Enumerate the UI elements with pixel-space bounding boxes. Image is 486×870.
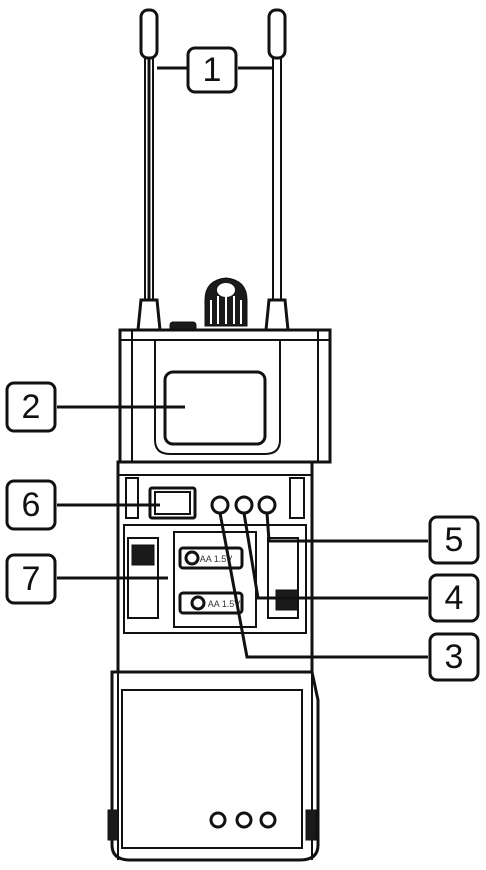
volume-knob [204,277,248,327]
svg-text:1: 1 [203,51,222,89]
button-down [257,495,277,515]
svg-text:3: 3 [445,638,464,676]
callout-1: 1 [186,46,238,94]
antenna-left [136,8,162,332]
svg-text:7: 7 [22,560,41,598]
svg-text:6: 6 [22,486,41,524]
svg-text:4: 4 [445,579,464,617]
antenna-right [264,8,290,332]
battery-2-label: AA 1.5V [208,599,241,609]
belt-clip [107,670,320,862]
callout-4: 4 [428,573,480,623]
ir-sensor-inner [154,491,191,515]
callout-3: 3 [428,632,480,682]
ir-sensor-window [148,486,197,520]
battery-compartment: AA 1.5V AA 1.5V [127,531,299,628]
callout-5: 5 [428,515,480,565]
callout-2: 2 [5,381,57,433]
svg-text:2: 2 [22,388,41,426]
callout-6: 6 [5,479,57,531]
button-up [234,495,254,515]
battery-1-label: AA 1.5V [200,554,233,564]
svg-text:5: 5 [445,521,464,559]
leader-lines [57,66,428,659]
callout-7: 7 [5,553,57,605]
button-set [210,495,230,515]
